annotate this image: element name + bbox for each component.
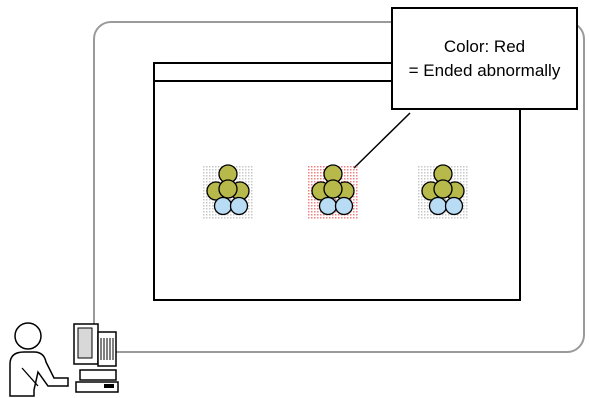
bottom-right-circle xyxy=(334,196,354,216)
bottom-left-circle xyxy=(318,196,338,216)
jobnet-icon-abnormal[interactable] xyxy=(305,163,361,221)
window-title-bar xyxy=(155,64,519,82)
user-icon xyxy=(9,322,69,397)
jobnet-icon-normal-1[interactable] xyxy=(200,163,256,221)
bottom-left-circle xyxy=(213,196,233,216)
center-circle xyxy=(433,179,453,199)
callout-status-label: = Ended abnormally xyxy=(408,60,561,80)
callout-color-label: Color: Red xyxy=(443,36,526,56)
jobnet-icon-normal-2[interactable] xyxy=(415,163,471,221)
bottom-right-circle xyxy=(229,196,249,216)
computer-icon xyxy=(73,323,119,393)
bottom-left-circle xyxy=(428,196,448,216)
center-circle xyxy=(323,179,343,199)
status-callout: Color: Red = Ended abnormally xyxy=(391,7,578,110)
center-circle xyxy=(218,179,238,199)
bottom-right-circle xyxy=(444,196,464,216)
